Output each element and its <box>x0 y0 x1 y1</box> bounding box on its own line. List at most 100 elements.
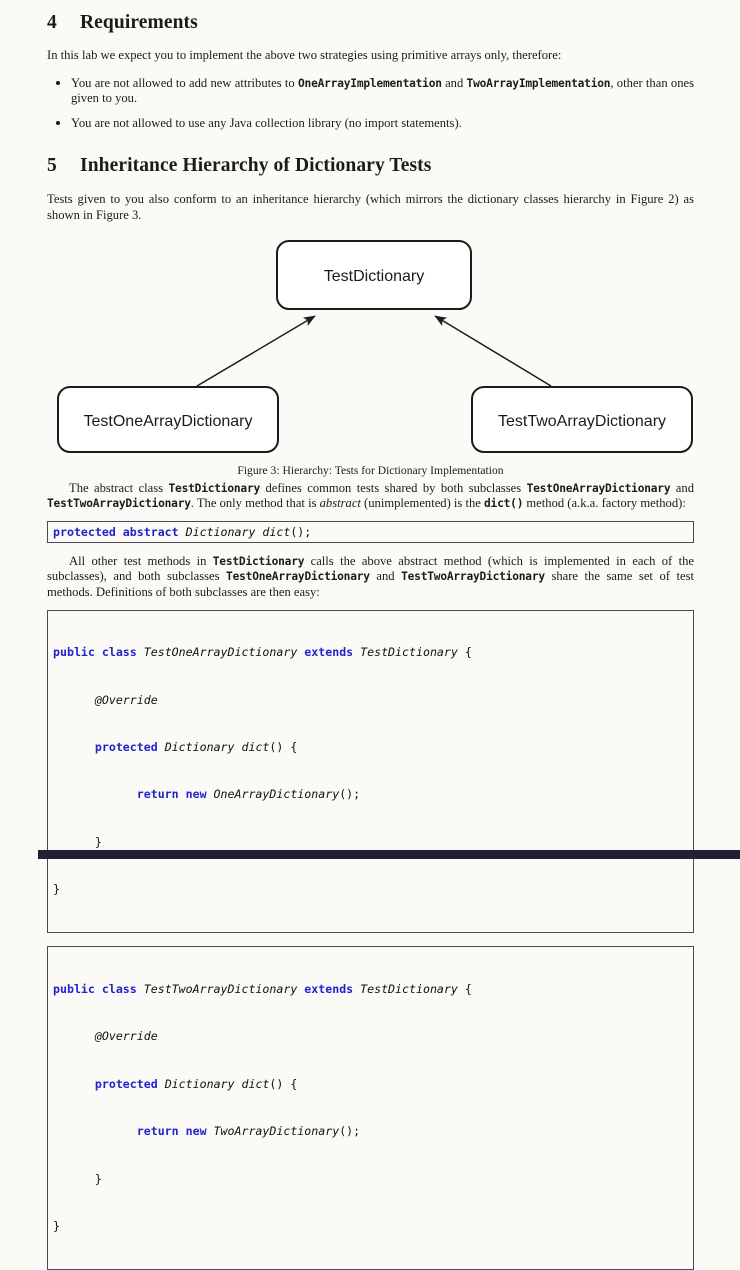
code-token: protected <box>94 1076 165 1091</box>
code-token: public class <box>53 645 144 660</box>
text-fragment: and <box>369 569 402 584</box>
code-block-test-one-array-dictionary-class: public class TestOneArrayDictionary exte… <box>47 609 694 934</box>
code-token <box>53 1029 95 1043</box>
bullet-text-part1: You are not allowed to use any Java coll… <box>71 115 462 130</box>
section-title-inheritance-hierarchy: Inheritance Hierarchy of Dictionary Test… <box>80 155 432 177</box>
bullet-text-part2: and <box>441 75 467 90</box>
code-line: return new TwoArrayDictionary(); <box>53 1124 688 1140</box>
text-fragment: All other test methods in <box>69 553 213 568</box>
edge-arrow-left-inherits <box>196 314 316 387</box>
code-token: Dictionary dict <box>185 524 291 539</box>
requirements-intro-paragraph: In this lab we expect you to implement t… <box>47 48 562 62</box>
code-token: { <box>464 982 472 997</box>
text-fragment: defines common tests shared by both subc… <box>260 480 527 495</box>
code-token <box>53 740 95 754</box>
inline-code-testtwoarraydictionary: TestTwoArrayDictionary <box>47 497 191 511</box>
text-fragment: calls the above abstract method (which i… <box>47 553 694 584</box>
code-line: public class TestTwoArrayDictionary exte… <box>53 982 688 998</box>
emphasis-abstract: abstract <box>319 496 361 511</box>
node-box-testdictionary <box>276 239 472 310</box>
bullet-text-part3: , other than ones given to you. <box>71 75 694 106</box>
section-heading-requirements: 4 Requirements <box>47 12 694 34</box>
document-page: 4 Requirements In this lab we expect you… <box>38 12 740 1270</box>
bullet-dot-icon <box>56 121 60 126</box>
node-label-testdictionary: TestDictionary <box>324 268 424 285</box>
code-line: @Override <box>53 1029 688 1045</box>
node-label-testonearraydictionary: TestOneArrayDictionary <box>84 413 253 430</box>
section-title-requirements: Requirements <box>80 12 198 33</box>
inline-code-testonearraydictionary: TestOneArrayDictionary <box>526 481 671 495</box>
node-label-testtwoarraydictionary: TestTwoArrayDictionary <box>498 413 666 430</box>
code-line: protected Dictionary dict() { <box>53 740 688 756</box>
code-token: (); <box>339 787 361 802</box>
code-line: return new OneArrayDictionary(); <box>53 787 688 803</box>
code-token: TestTwoArrayDictionary <box>143 982 305 997</box>
code-line: } <box>53 1172 688 1188</box>
section-heading-inheritance-hierarchy: 5 Inheritance Hierarchy of Dictionary Te… <box>47 155 694 177</box>
page-content: 4 Requirements In this lab we expect you… <box>47 0 694 1270</box>
code-token: } <box>53 1219 60 1234</box>
list-item: You are not allowed to use any Java coll… <box>47 116 694 132</box>
inline-code-testtwoarraydictionary: TestTwoArrayDictionary <box>401 570 545 584</box>
code-token: OneArrayDictionary <box>213 787 340 802</box>
figure-3-hierarchy-diagram: TestDictionary TestOneArrayDictionary Te… <box>47 236 694 477</box>
section-number-4: 4 <box>47 12 57 33</box>
code-token: extends <box>304 982 361 997</box>
inline-code-testonearraydictionary: TestOneArrayDictionary <box>226 570 370 584</box>
text-fragment: (unimplemented) is the <box>360 496 485 511</box>
text-fragment: The abstract class <box>69 480 169 495</box>
code-token: } <box>53 834 102 849</box>
inline-code-dict-method: dict() <box>484 497 524 511</box>
code-line: public class TestOneArrayDictionary exte… <box>53 645 688 661</box>
abstract-class-paragraph: The abstract class TestDictionary define… <box>47 481 694 512</box>
code-token: (); <box>339 1124 361 1139</box>
code-line: } <box>53 882 688 898</box>
code-token: TestOneArrayDictionary <box>143 645 305 660</box>
page-footer-bar <box>38 850 740 859</box>
hierarchy-svg: TestDictionary TestOneArrayDictionary Te… <box>57 239 693 453</box>
inline-code-testdictionary: TestDictionary <box>168 481 261 495</box>
bullet-dot-icon <box>56 81 60 86</box>
code-token: @Override <box>94 692 158 707</box>
edge-arrow-right-inherits <box>434 314 552 387</box>
code-token <box>53 1124 137 1138</box>
code-token: () { <box>269 739 298 754</box>
code-line: protected Dictionary dict() { <box>53 1077 688 1093</box>
code-token <box>53 693 95 707</box>
code-token: } <box>53 1171 102 1186</box>
code-token: return new <box>136 1124 214 1139</box>
inline-code-testdictionary: TestDictionary <box>212 554 305 568</box>
code-token: protected <box>94 739 165 754</box>
code-token: { <box>464 645 472 660</box>
node-box-testonearraydictionary <box>57 385 279 453</box>
text-fragment: and <box>670 480 694 495</box>
bullet-text-part1: You are not allowed to add new attribute… <box>71 75 298 90</box>
code-token: Dictionary dict <box>164 1076 270 1091</box>
code-token: extends <box>304 645 361 660</box>
code-token: } <box>53 882 60 897</box>
code-token: @Override <box>94 1029 158 1044</box>
inline-code-onearrayimplementation: OneArrayImplementation <box>298 76 442 90</box>
code-token: TestDictionary <box>360 982 465 997</box>
code-line: @Override <box>53 693 688 709</box>
code-line: } <box>53 835 688 851</box>
code-token <box>53 787 137 801</box>
node-box-testtwoarraydictionary <box>471 385 693 453</box>
code-token <box>53 1077 95 1091</box>
text-fragment: method (a.k.a. factory method): <box>523 496 686 511</box>
all-other-methods-paragraph: All other test methods in TestDictionary… <box>47 554 694 601</box>
code-token: protected abstract <box>53 524 186 539</box>
code-token: public class <box>53 982 144 997</box>
code-block-test-two-array-dictionary-class: public class TestTwoArrayDictionary exte… <box>47 946 694 1270</box>
code-token: return new <box>136 787 214 802</box>
code-token: () { <box>269 1076 298 1091</box>
code-block-abstract-dict-signature: protected abstract Dictionary dict(); <box>47 520 694 543</box>
inheritance-intro-paragraph: Tests given to you also conform to an in… <box>47 192 694 222</box>
figure-caption: Figure 3: Hierarchy: Tests for Dictionar… <box>237 463 504 477</box>
requirements-bullet-list: You are not allowed to add new attribute… <box>47 76 694 132</box>
code-token: Dictionary dict <box>164 739 270 754</box>
inline-code-twoarrayimplementation: TwoArrayImplementation <box>466 76 611 90</box>
section-number-5: 5 <box>47 155 57 177</box>
code-token: (); <box>290 524 312 539</box>
text-fragment: share the same set of test methods. Defi… <box>47 569 694 599</box>
